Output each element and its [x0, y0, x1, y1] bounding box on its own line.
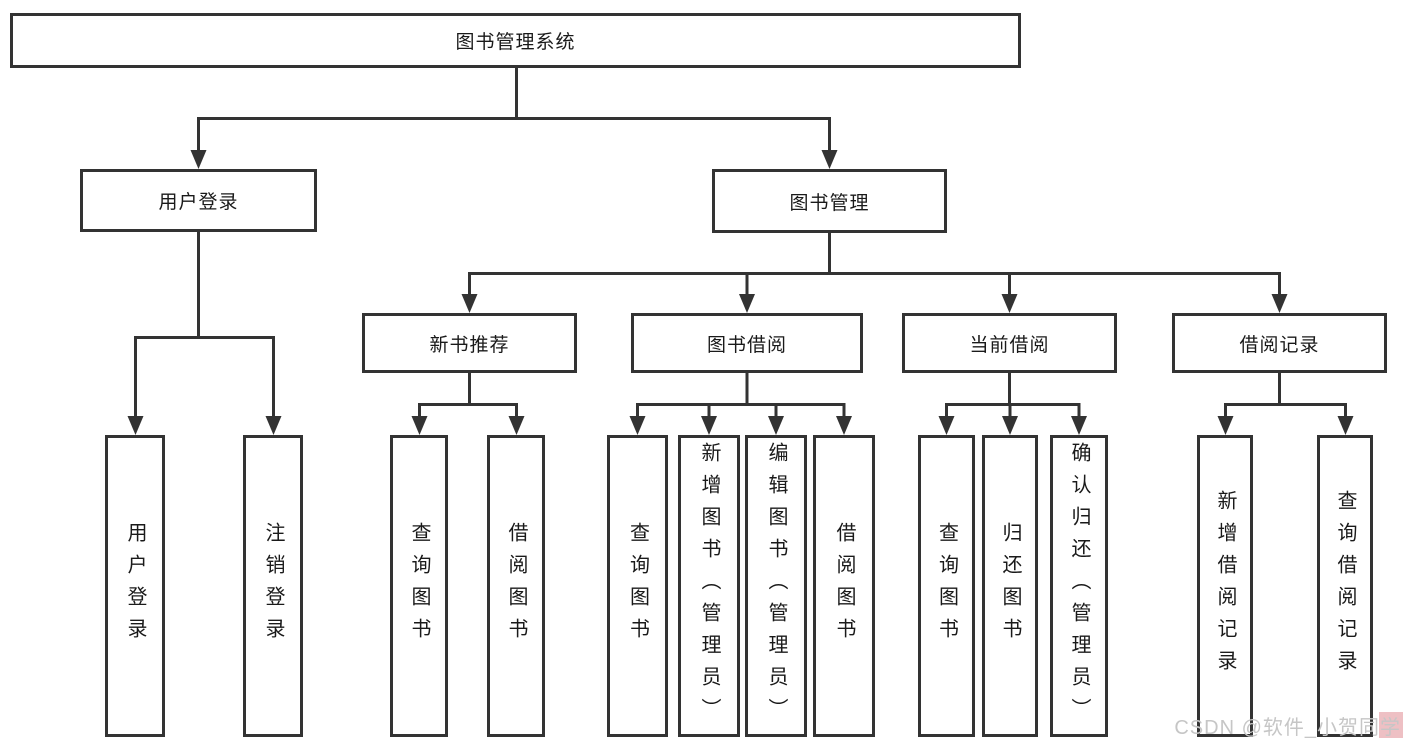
leaf-records-add-record-label: 新增借阅记录 [1214, 490, 1236, 682]
leaf-recommend-query-books-label: 查询图书 [408, 522, 430, 650]
arrow-down-icons [127, 150, 1354, 435]
leaf-current-return-books: 归还图书 [982, 435, 1038, 737]
watermark-accent [1379, 712, 1403, 738]
leaf-borrow-add-books-admin-label: 新增图书（管理员） [698, 442, 720, 730]
node-borrow-records: 借阅记录 [1172, 313, 1387, 373]
leaf-borrow-query-books: 查询图书 [607, 435, 668, 737]
leaf-records-query-record-label: 查询借阅记录 [1334, 490, 1356, 682]
leaf-current-query-books: 查询图书 [918, 435, 975, 737]
leaf-user-login-label: 用户登录 [124, 522, 146, 650]
node-library-management-system: 图书管理系统 [10, 13, 1021, 68]
leaf-current-query-books-label: 查询图书 [935, 522, 958, 650]
node-book-management: 图书管理 [712, 169, 947, 233]
leaf-recommend-borrow-books: 借阅图书 [487, 435, 545, 737]
node-new-book-recommend: 新书推荐 [362, 313, 577, 373]
leaf-recommend-query-books: 查询图书 [390, 435, 448, 737]
csdn-watermark: CSDN @软件_小贺同学 [1174, 717, 1401, 739]
leaf-records-add-record: 新增借阅记录 [1197, 435, 1253, 737]
leaf-borrow-edit-books-admin-label: 编辑图书（管理员） [765, 442, 787, 730]
leaf-logout-label: 注销登录 [262, 522, 284, 650]
leaf-borrow-add-books-admin: 新增图书（管理员） [678, 435, 740, 737]
leaf-records-query-record: 查询借阅记录 [1317, 435, 1373, 737]
leaf-current-confirm-return-admin-label: 确认归还（管理员） [1068, 442, 1090, 730]
node-user-login: 用户登录 [80, 169, 317, 232]
leaf-recommend-borrow-books-label: 借阅图书 [505, 522, 527, 650]
leaf-borrow-edit-books-admin: 编辑图书（管理员） [745, 435, 807, 737]
leaf-logout: 注销登录 [243, 435, 303, 737]
leaf-borrow-borrow-books: 借阅图书 [813, 435, 875, 737]
node-current-borrow: 当前借阅 [902, 313, 1117, 373]
leaf-current-confirm-return-admin: 确认归还（管理员） [1050, 435, 1108, 737]
node-book-borrow: 图书借阅 [631, 313, 863, 373]
leaf-current-return-books-label: 归还图书 [999, 522, 1021, 650]
leaf-user-login: 用户登录 [105, 435, 165, 737]
leaf-borrow-query-books-label: 查询图书 [626, 522, 649, 650]
leaf-borrow-borrow-books-label: 借阅图书 [833, 522, 855, 650]
